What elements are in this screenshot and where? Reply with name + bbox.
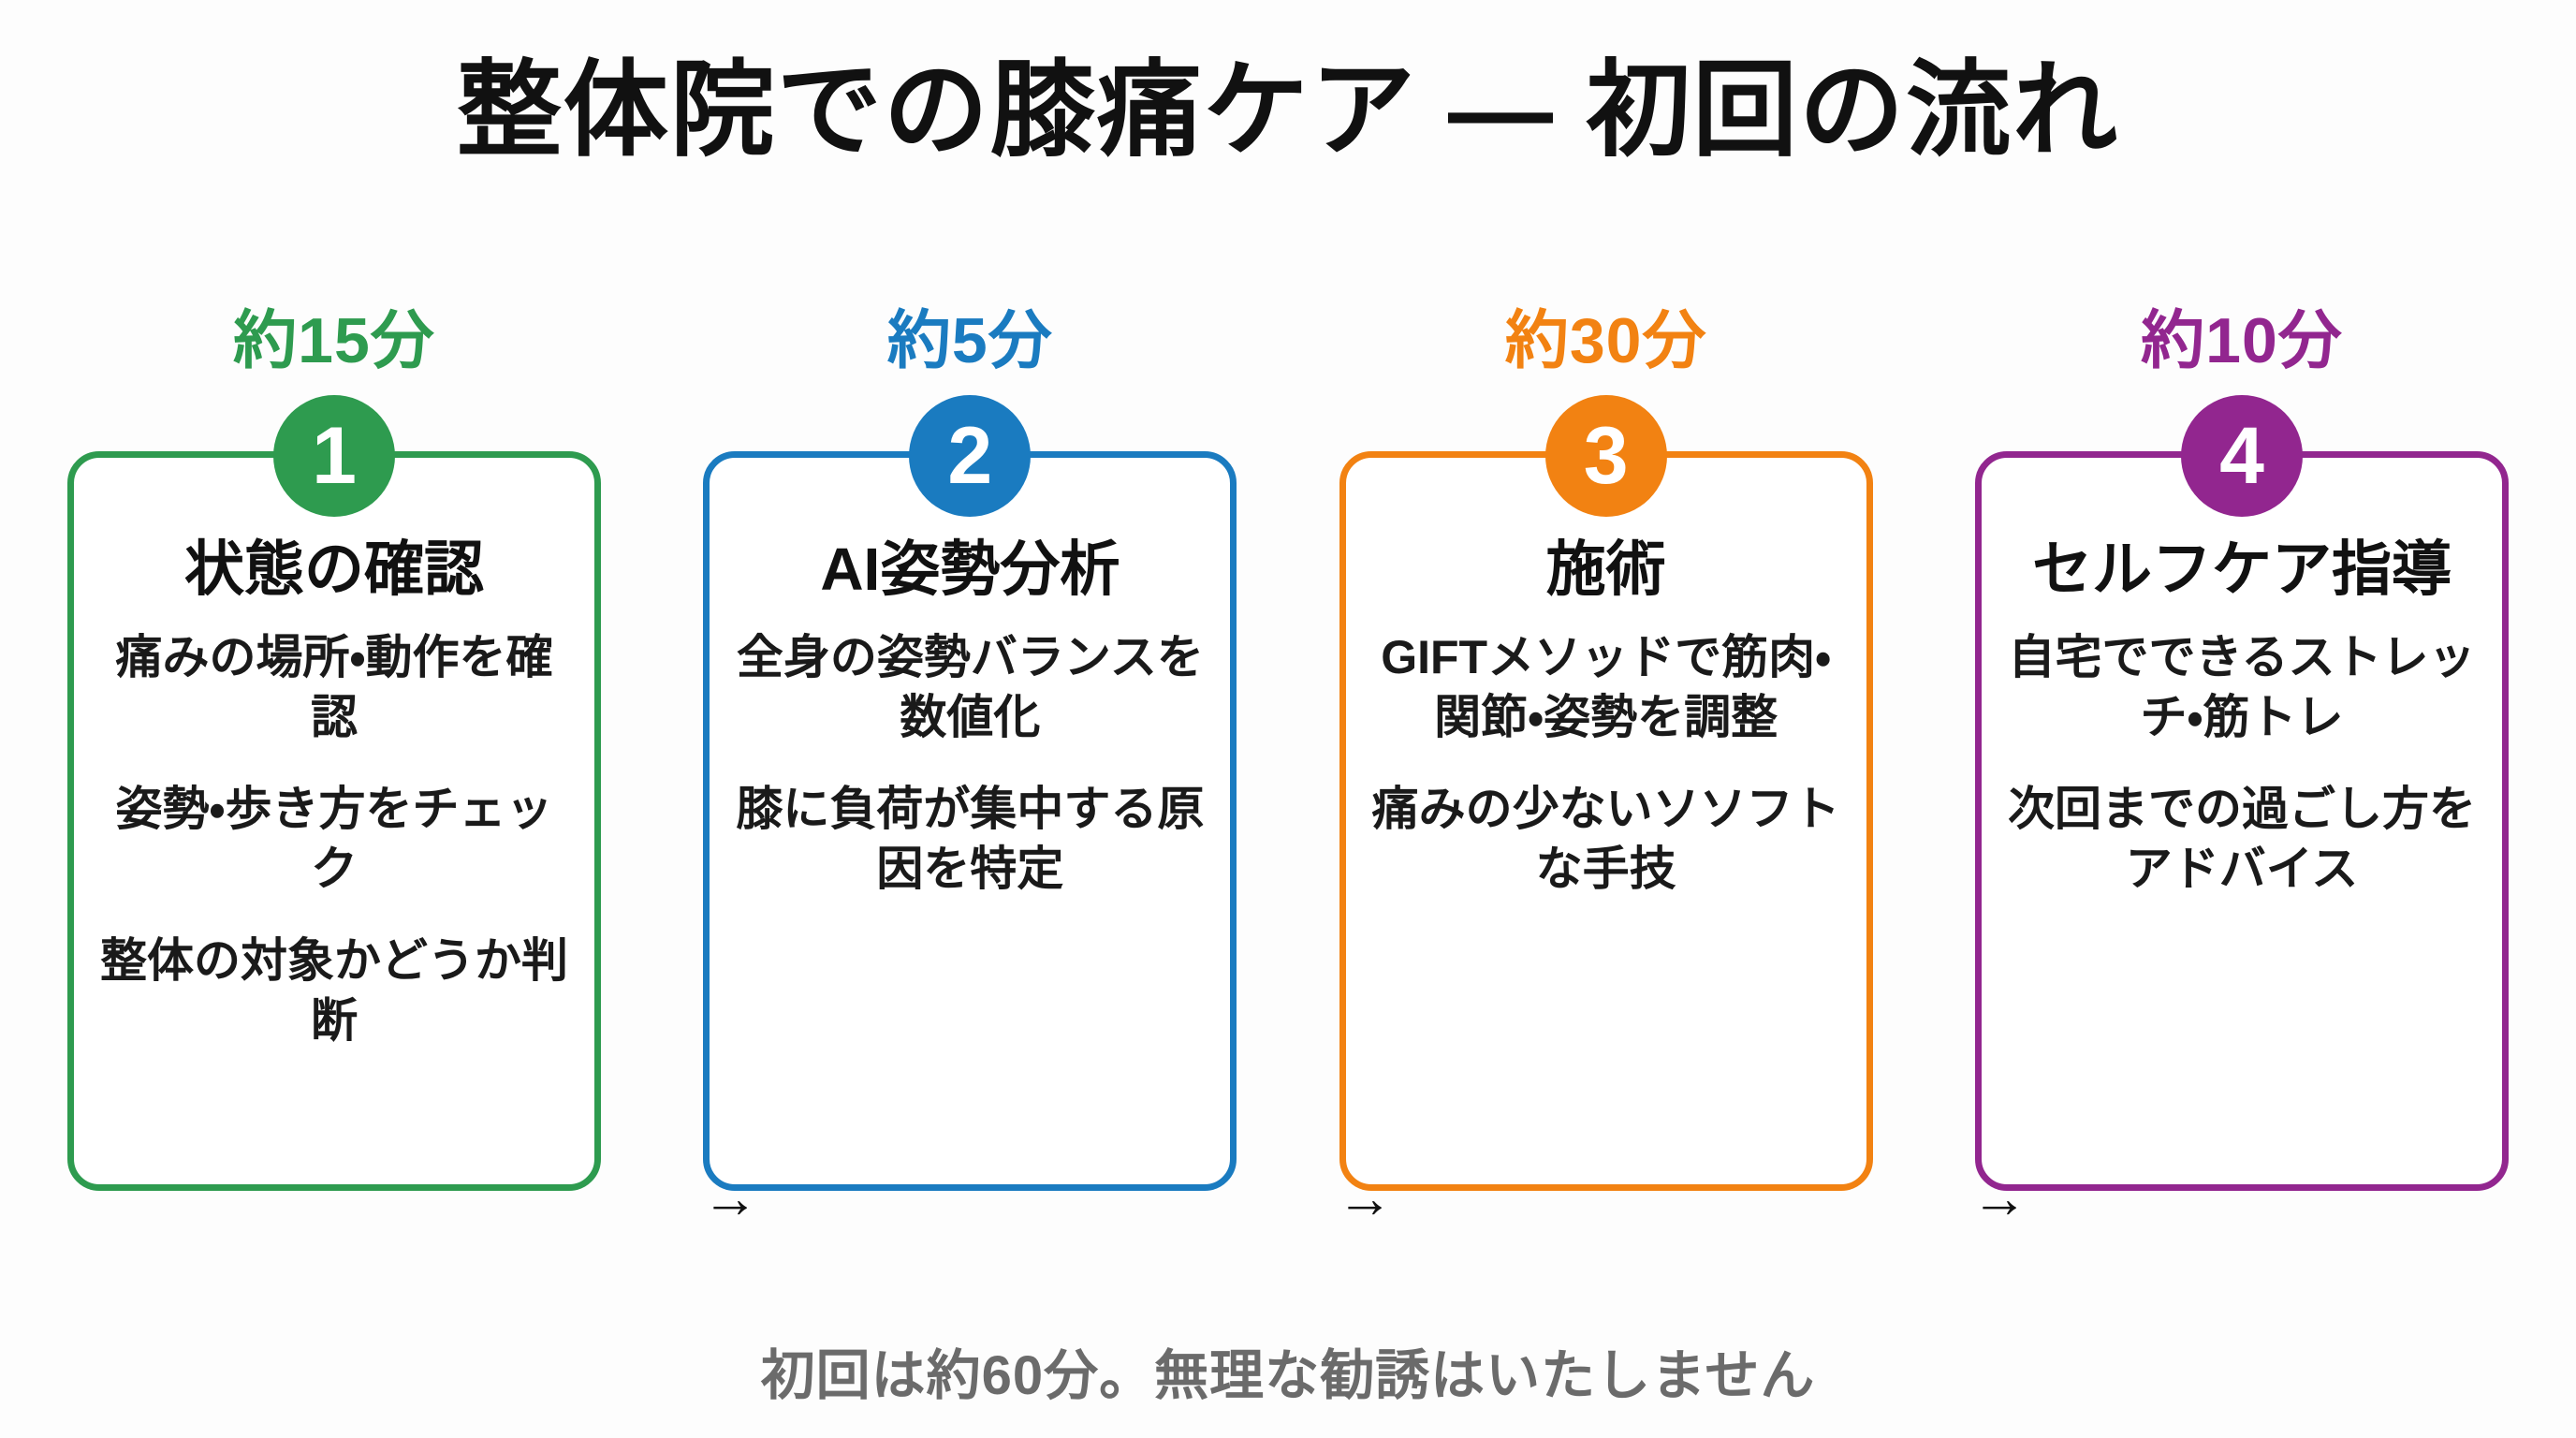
process-step-4: 約10分 4 セルフケア指導 自宅でできるストレッチ・筋トレ 次回までの過ごし方…	[1974, 305, 2509, 1191]
step-1-title: 状態の確認	[184, 536, 484, 603]
step-3-card	[1339, 451, 1873, 1191]
step-1-number: 1	[312, 411, 357, 501]
step-1-card-wrap: 1 状態の確認 痛みの場所・動作を確認 姿勢・歩き方をチェック 整体の対象かどう…	[67, 395, 601, 1191]
step-3-content: 施術 GIFTメソッドで筋肉・関節・姿勢を調整 痛みの少ないソソフトな手技	[1339, 536, 1873, 899]
step-2-number-badge: 2	[909, 395, 1032, 517]
step-1-body-line: 姿勢・歩き方をチェック	[115, 782, 553, 895]
step-4-number: 4	[2219, 411, 2264, 501]
step-3-card-wrap: 3 施術 GIFTメソッドで筋肉・関節・姿勢を調整 痛みの少ないソソフトな手技	[1339, 395, 1873, 1191]
arrow-right-icon-2: →	[1337, 1167, 1393, 1229]
step-4-duration-label: 約10分	[2141, 305, 2343, 376]
step-4-card	[1974, 451, 2509, 1191]
process-flow: 約15分 1 状態の確認 痛みの場所・動作を確認 姿勢・歩き方をチェック 整体の…	[67, 309, 2509, 1301]
step-2-card-wrap: 2 AI姿勢分析 全身の姿勢バランスを数値化 膝に負荷が集中する原因を特定	[703, 395, 1237, 1191]
step-1-body-line: 整体の対象かどうか判断	[100, 933, 568, 1047]
step-1-body: 痛みの場所・動作を確認 姿勢・歩き方をチェック 整体の対象かどうか判断	[84, 627, 584, 1050]
process-step-3: 約30分 3 施術 GIFTメソッドで筋肉・関節・姿勢を調整 痛みの少ないソソフ…	[1339, 309, 1873, 1191]
step-1-duration-label: 約15分	[233, 305, 435, 376]
step-2-number: 2	[947, 411, 993, 501]
step-4-body: 自宅でできるストレッチ・筋トレ 次回までの過ごし方をアドバイス	[1992, 627, 2492, 899]
step-4-body-line: 次回までの過ごし方をアドバイス	[2007, 782, 2476, 895]
step-2-content: AI姿勢分析 全身の姿勢バランスを数値化 膝に負荷が集中する原因を特定	[703, 536, 1237, 899]
step-2-body-line: 全身の姿勢バランスを数値化	[736, 630, 1204, 743]
step-3-body: GIFTメソッドで筋肉・関節・姿勢を調整 痛みの少ないソソフトな手技	[1356, 627, 1856, 899]
step-4-card-wrap: 4 セルフケア指導 自宅でできるストレッチ・筋トレ 次回までの過ごし方をアドバイ…	[1974, 395, 2509, 1191]
step-3-number-badge: 3	[1544, 395, 1667, 517]
footer-note: 初回は約60分。無理な勧誘はいたしません	[760, 1345, 1816, 1406]
step-3-title: 施術	[1545, 536, 1666, 603]
step-3-duration-label: 約30分	[1504, 305, 1707, 376]
step-3-body-line: 痛みの少ないソソフトな手技	[1371, 782, 1840, 895]
step-1-content: 状態の確認 痛みの場所・動作を確認 姿勢・歩き方をチェック 整体の対象かどうか判…	[67, 536, 601, 1050]
step-2-body-line: 膝に負荷が集中する原因を特定	[736, 782, 1205, 895]
step-4-content: セルフケア指導 自宅でできるストレッチ・筋トレ 次回までの過ごし方をアドバイス	[1975, 536, 2509, 899]
step-2-body: 全身の姿勢バランスを数値化 膝に負荷が集中する原因を特定	[720, 627, 1220, 899]
step-4-number-badge: 4	[2180, 395, 2303, 517]
step-1-card	[67, 451, 601, 1191]
step-2-card	[703, 451, 1237, 1191]
arrow-right-icon-3: →	[1971, 1167, 2027, 1229]
step-2-duration-label: 約5分	[886, 305, 1053, 376]
step-4-title: セルフケア指導	[2031, 536, 2452, 603]
step-1-body-line: 痛みの場所・動作を確認	[115, 630, 553, 743]
step-3-number: 3	[1583, 411, 1629, 501]
process-step-2: 約5分 2 AI姿勢分析 全身の姿勢バランスを数値化 膝に負荷が集中する原因を特…	[703, 309, 1237, 1191]
step-3-body-line: GIFTメソッドで筋肉・関節・姿勢を調整	[1381, 630, 1832, 743]
process-step-1: 約15分 1 状態の確認 痛みの場所・動作を確認 姿勢・歩き方をチェック 整体の…	[67, 309, 601, 1191]
arrow-right-icon-1: →	[702, 1167, 758, 1229]
step-4-body-line: 自宅でできるストレッチ・筋トレ	[2008, 630, 2476, 743]
step-2-title: AI姿勢分析	[820, 536, 1120, 603]
page-title: 整体院での膝痛ケア ― 初回の流れ	[456, 51, 2120, 169]
step-1-number-badge: 1	[273, 395, 395, 517]
